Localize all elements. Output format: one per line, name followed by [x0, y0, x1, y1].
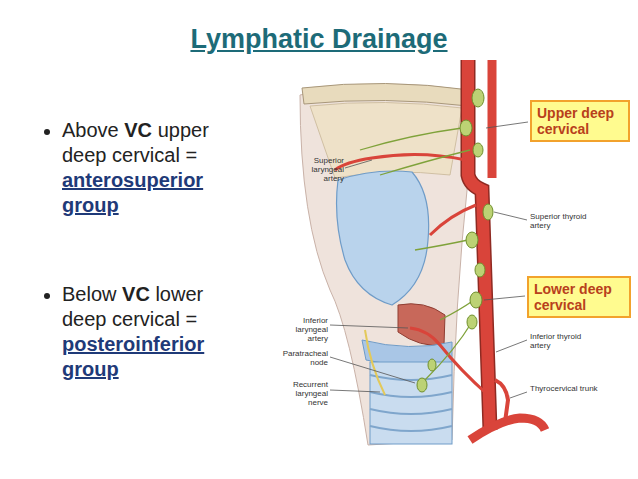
lymph-vessel [415, 240, 468, 250]
anatomy-label: Superior thyroid artery [530, 212, 600, 230]
bullet-phrase: Above [62, 119, 119, 141]
lymph-node [475, 263, 485, 277]
slide-title: Lymphatic Drainage [0, 24, 638, 55]
thyroid-cartilage [337, 171, 429, 305]
superior-thyroid-artery [430, 205, 476, 235]
lymph-node [466, 232, 478, 248]
paratracheal-node [417, 378, 427, 392]
bullet-dot [44, 129, 50, 135]
inferior-thyroid-artery [410, 328, 488, 395]
lymph-node [460, 120, 472, 136]
bullet-phrase: anterosuperior group [62, 169, 203, 216]
lymph-vessel [425, 322, 472, 380]
tracheal-rings [370, 375, 452, 431]
lymph-node [470, 292, 482, 308]
bullet-phrase: VC [124, 119, 152, 141]
bullet-phrase: VC [122, 283, 150, 305]
bullet-text: Below VC lower deep cervical = posteroin… [62, 282, 250, 382]
bullet-text: Above VC upper deep cervical = anterosup… [62, 118, 250, 218]
thyrocervical-trunk [495, 380, 508, 422]
leader-lines [330, 122, 528, 398]
lymph-vessels [360, 128, 474, 380]
leader-line [484, 296, 525, 300]
anatomy-label: Recurrent laryngeal nerve [282, 380, 328, 407]
anatomy-label: Paratracheal node [282, 349, 328, 367]
anatomy-label: Inferior thyroid artery [530, 332, 600, 350]
lymph-vessel [380, 150, 470, 175]
leader-line [510, 392, 527, 398]
paratracheal-node [428, 359, 436, 371]
internal-carotid-artery [488, 60, 497, 178]
lymph-node [473, 143, 483, 157]
leader-line [496, 340, 527, 352]
recurrent-laryngeal-nerve [365, 330, 385, 395]
lymph-vessel [360, 128, 462, 150]
trachea [370, 362, 452, 444]
leader-line [330, 390, 380, 392]
cricothyroid-muscle [398, 304, 445, 346]
bullet-dot [44, 293, 50, 299]
leader-line [330, 325, 408, 328]
anatomy-label: Thyrocervical trunk [530, 384, 600, 393]
lymph-node [467, 315, 477, 329]
anatomy-label: Inferior laryngeal artery [282, 316, 328, 343]
bullet-phrase: Below [62, 283, 116, 305]
arteries [335, 60, 545, 440]
trachea-body [370, 362, 452, 444]
leader-line [494, 212, 527, 220]
subclavian-artery [470, 418, 545, 440]
leader-line [345, 160, 372, 168]
lymph-node [483, 204, 493, 220]
leader-line [330, 357, 415, 383]
callout-box: Upper deep cervical [530, 100, 630, 142]
callout-box: Lower deep cervical [527, 276, 631, 318]
bullet-phrase: posteroinferior group [62, 333, 204, 380]
callout-text: Lower deep cervical [534, 281, 624, 313]
callout-text: Upper deep cervical [537, 105, 623, 137]
lymph-nodes [417, 89, 493, 392]
leader-line [486, 122, 528, 128]
anatomy-label: Superior laryngeal artery [298, 156, 344, 183]
lymph-node [472, 89, 484, 107]
